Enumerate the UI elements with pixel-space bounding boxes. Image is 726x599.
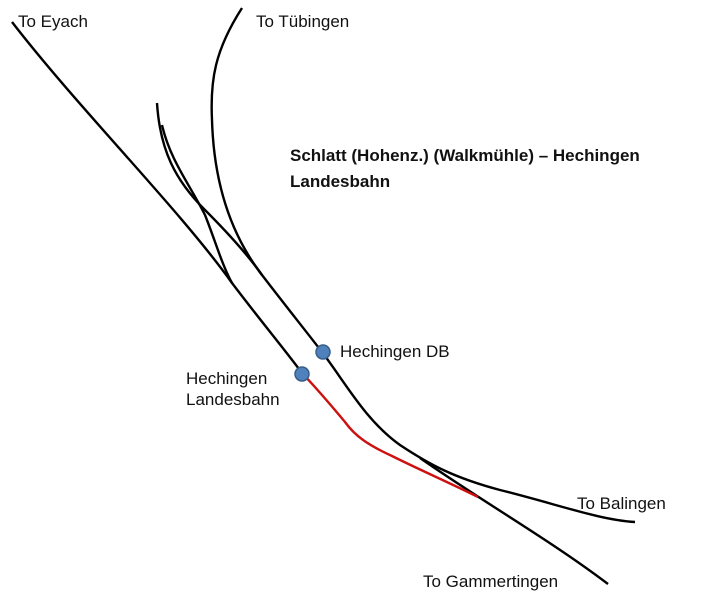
label-to-balingen: To Balingen xyxy=(577,494,666,513)
label-hechingen-landesbahn: Hechingen Landesbahn xyxy=(186,368,280,410)
track-gammertingen xyxy=(419,457,609,585)
track-connector-east xyxy=(155,102,263,276)
title-line2: Landesbahn xyxy=(290,172,391,191)
title-line1: Schlatt (Hohenz.) (Walkmühle) – Hechinge… xyxy=(290,146,640,165)
label-to-tuebingen: To Tübingen xyxy=(256,12,350,31)
track-eyach xyxy=(11,21,303,374)
station-hechingen-landesbahn[interactable] xyxy=(294,366,310,382)
label-hechingen-db: Hechingen DB xyxy=(340,342,450,361)
label-hechingen-landesbahn-line1: Hechingen xyxy=(186,369,268,388)
label-to-eyach: To Eyach xyxy=(18,12,88,31)
label-to-gammertingen: To Gammertingen xyxy=(423,572,559,591)
station-hechingen-db[interactable] xyxy=(315,344,331,360)
diagram-title: Schlatt (Hohenz.) (Walkmühle) – Hechinge… xyxy=(290,143,640,195)
label-hechingen-landesbahn-line2: Landesbahn xyxy=(186,390,280,409)
track-landesbahn-red xyxy=(301,372,479,499)
track-tuebingen xyxy=(210,7,636,524)
track-connector-west xyxy=(160,124,234,284)
